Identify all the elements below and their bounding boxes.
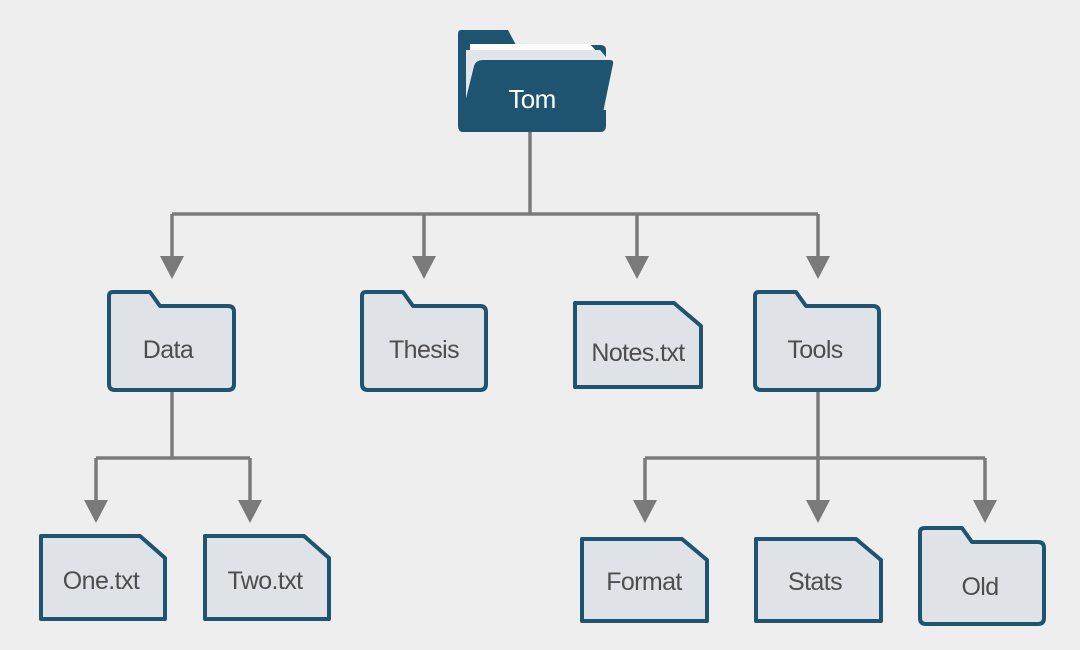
node-label-format: Format	[606, 568, 682, 596]
arrowhead-one	[84, 500, 108, 523]
arrowhead-stats	[806, 500, 830, 523]
open-folder-icon	[458, 30, 614, 132]
arrowhead-old	[973, 500, 997, 523]
folder-icon	[107, 290, 236, 392]
folder-icon	[753, 290, 881, 392]
node-label-notes: Notes.txt	[591, 339, 685, 367]
file-icon	[573, 301, 703, 389]
arrowhead-format	[633, 500, 657, 523]
node-label-thesis: Thesis	[389, 336, 459, 364]
folder-icon	[918, 526, 1046, 626]
file-icon	[580, 537, 709, 623]
node-label-data: Data	[143, 336, 194, 364]
node-label-tom: Tom	[508, 84, 555, 114]
node-label-one: One.txt	[63, 567, 140, 595]
node-two-txt[interactable]: Two.txt	[203, 534, 331, 621]
node-format[interactable]: Format	[580, 537, 709, 623]
node-old[interactable]: Old	[918, 526, 1046, 626]
node-stats[interactable]: Stats	[754, 537, 883, 623]
file-icon	[39, 534, 167, 621]
file-icon	[754, 537, 883, 623]
arrowhead-data	[160, 256, 184, 279]
folder-icon	[360, 290, 488, 392]
node-data[interactable]: Data	[107, 290, 236, 392]
node-one-txt[interactable]: One.txt	[39, 534, 167, 621]
folder-front-panel	[458, 60, 614, 132]
connectors	[94, 132, 987, 502]
node-tools[interactable]: Tools	[753, 290, 881, 392]
node-thesis[interactable]: Thesis	[360, 290, 488, 392]
arrowhead-tools	[806, 256, 830, 279]
arrowhead-two	[238, 500, 262, 523]
node-label-stats: Stats	[788, 568, 842, 596]
arrowhead-notes	[625, 256, 649, 279]
node-notes-txt[interactable]: Notes.txt	[573, 301, 703, 389]
node-label-tools: Tools	[787, 336, 842, 364]
node-tom[interactable]: Tom	[458, 30, 614, 132]
file-icon	[203, 534, 331, 621]
node-label-two: Two.txt	[228, 567, 304, 595]
node-label-old: Old	[961, 573, 998, 601]
arrowheads	[84, 256, 997, 523]
arrowhead-thesis	[412, 256, 436, 279]
